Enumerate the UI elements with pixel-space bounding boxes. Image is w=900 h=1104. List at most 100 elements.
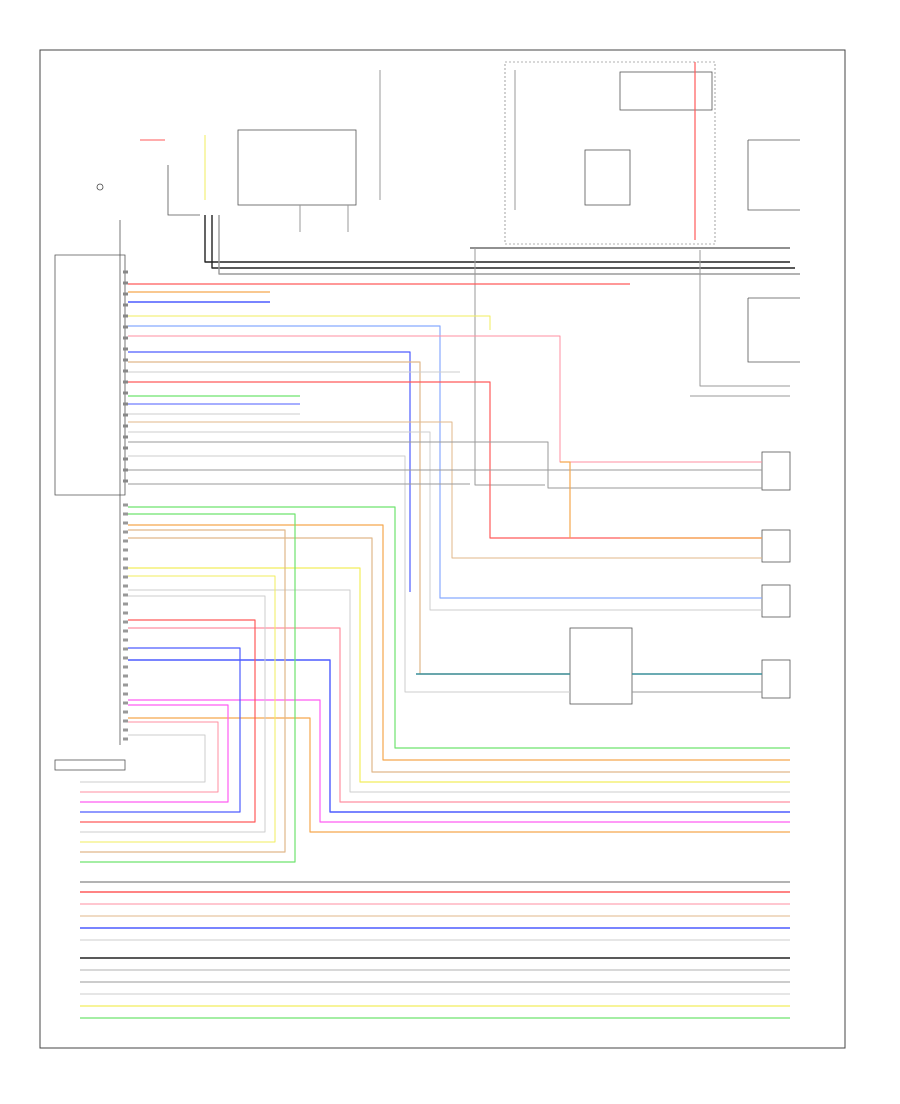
terminal-pin [123,557,128,561]
terminal-pin [123,457,128,461]
terminal-pin [123,692,128,696]
terminal-pin [123,611,128,615]
wire-tan-21 [128,421,762,559]
terminal-pin [123,539,128,543]
wire-red-45 [80,619,256,823]
terminal-pin [123,638,128,642]
terminal-pin [123,602,128,606]
rear-speaker-left [761,584,791,618]
terminal-pin [123,584,128,588]
terminal-pin [123,665,128,669]
terminal-pin [123,719,128,723]
terminal-pin [123,620,128,624]
terminal-pin [123,369,128,373]
lower-left-connector-label-box [54,759,126,771]
wire-magenta-47 [80,704,229,803]
wire-light_gray-49 [80,734,206,783]
front-speaker-left [761,529,791,563]
terminal-pin [123,281,128,285]
wire-blue-46 [80,647,241,813]
audio-unit-connector [54,254,126,496]
terminal-pin [123,380,128,384]
terminal-pin [123,530,128,534]
terminal-pin [123,737,128,741]
terminal-pin [123,575,128,579]
wire-yellow-11 [128,315,491,330]
terminal-pin [123,413,128,417]
top-components [96,61,800,363]
wire-light_gray-44 [80,595,266,833]
terminal-pin [123,512,128,516]
wire-gray-2 [218,215,800,275]
terminal-pin [123,548,128,552]
wire-green-32 [128,506,790,749]
terminal-pin [123,683,128,687]
wire-light_gray-36 [128,589,790,793]
terminal-pin [123,728,128,732]
passenger-fuse-box [504,61,716,245]
terminal-pin [123,521,128,525]
wire-yellow-43 [80,575,276,843]
wire-tan-15 [128,361,570,675]
right-connector-b [747,298,800,363]
terminal-pin [123,303,128,307]
terminal-pin [123,314,128,318]
front-door-speaker-right [761,451,791,491]
terminal-pin [123,336,128,340]
wire-tan-34 [128,537,790,773]
wire-magenta-39 [128,699,790,823]
relay-component [619,71,713,111]
terminal-pin [123,674,128,678]
terminal-pin [123,435,128,439]
wire-blue-38 [128,659,790,813]
terminal-pin [123,656,128,660]
terminal-pin [123,402,128,406]
terminal-pin [123,347,128,351]
terminal-pin [123,292,128,296]
fuse-box-component [237,129,357,206]
terminal-pin [123,446,128,450]
wire-gray-4 [474,248,545,486]
wire-tan-42 [80,529,286,853]
wire-gray-23 [128,441,762,489]
amplifier-connector [569,627,633,705]
wire-layer [80,62,800,1019]
terminal-pin [123,325,128,329]
wire-light_gray-22 [128,431,762,611]
wire-blue-14 [128,351,411,592]
pin-marker-layer [123,270,128,741]
antenna-lead [167,165,200,216]
terminal-pin [123,479,128,483]
wire-gray-5 [699,250,790,387]
wire-orange-33 [128,524,790,761]
terminal-pin [123,566,128,570]
terminal-pin [123,629,128,633]
terminal-pin [123,647,128,651]
wire-orange-40 [128,717,790,833]
terminal-pin [123,710,128,714]
terminal-pin [123,358,128,362]
wire-yellow-35 [128,567,790,783]
terminal-pin [123,701,128,705]
terminal-pin [123,468,128,472]
terminal-pin [123,593,128,597]
terminal-pin [123,391,128,395]
wire-pink-37 [128,627,790,803]
wire-light_blue-12 [128,325,762,599]
terminal-pin [123,270,128,274]
wire-green-41 [80,513,296,863]
terminal-pin [123,424,128,428]
switch-component [584,149,631,206]
wire-pink-13 [128,335,762,463]
terminal-pin [123,503,128,507]
wire-black-0 [204,215,790,263]
diagram-frame [39,49,846,1049]
ground-symbol [96,183,104,191]
wire-pink-48 [80,721,219,793]
rear-speaker-right [761,659,791,699]
wire-light_gray-24 [128,455,570,693]
wire-black-1 [211,215,795,269]
right-connector-a [747,140,800,211]
